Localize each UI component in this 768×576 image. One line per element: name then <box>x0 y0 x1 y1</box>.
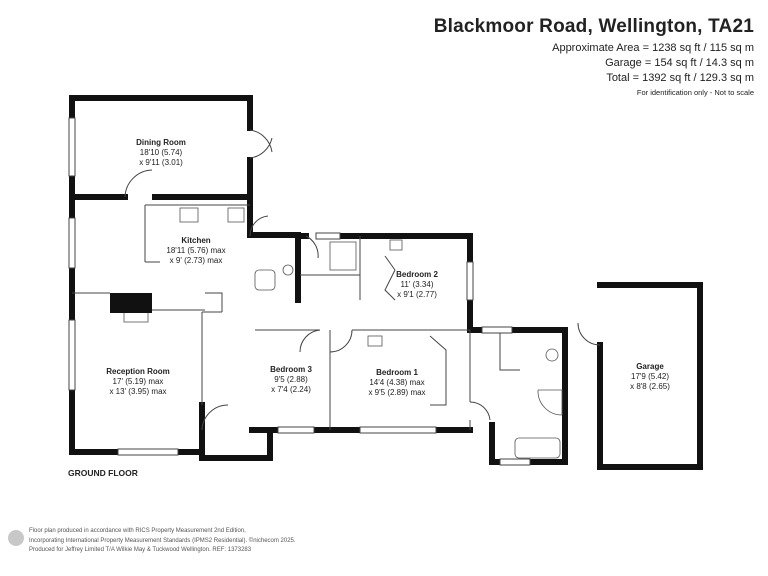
hall-door-swing <box>305 235 319 259</box>
reception-window <box>68 319 76 391</box>
bed3-door-swing <box>299 329 321 353</box>
reception-room-dim2: x 13' (3.95) max <box>109 387 167 396</box>
footer-credits: Floor plan produced in accordance with R… <box>29 527 296 556</box>
bedroom3-window <box>277 426 315 434</box>
garage-label: Garage 17'9 (5.42) x 8'8 (2.65) <box>630 362 670 392</box>
bath-shower <box>537 389 563 416</box>
hob <box>179 207 199 223</box>
dining-room-dim2: x 9'11 (3.01) <box>139 158 183 167</box>
bedroom2-top-wall <box>337 233 473 265</box>
kitchen-counter <box>144 204 250 263</box>
shower-tray <box>329 241 357 271</box>
bedroom2-dim2: x 9'1 (2.77) <box>397 290 437 299</box>
chimney-breast <box>110 293 152 313</box>
bedroom3-dim1: 9'5 (2.88) <box>274 375 308 384</box>
wc-basin <box>282 264 294 276</box>
bath-partition <box>499 330 520 371</box>
dining-left-wall <box>69 95 128 200</box>
dining-room-name: Dining Room <box>136 138 186 147</box>
dining-room-dim1: 18'10 (5.74) <box>139 148 183 157</box>
bedroom1-wardrobe <box>429 335 447 406</box>
porch-door-swing <box>201 404 229 431</box>
bedroom2-label: Bedroom 2 11' (3.34) x 9'1 (2.77) <box>396 270 438 300</box>
bedroom2-wardrobe <box>384 255 396 301</box>
reception-room-label: Reception Room 17' (5.19) max x 13' (3.9… <box>106 367 170 397</box>
bed1-radiator <box>367 335 383 347</box>
bath-basin <box>545 348 559 362</box>
kitchen-sink <box>227 207 245 223</box>
bedroom3-dim2: x 7'4 (2.24) <box>271 385 311 394</box>
french-door-swing <box>249 129 273 159</box>
kitchen-door-swing <box>249 215 269 237</box>
bedroom1-window <box>359 426 437 434</box>
bath-south-wall <box>489 422 503 465</box>
dining-window <box>68 117 76 177</box>
bedroom1-dim2: x 9'5 (2.89) max <box>368 388 426 397</box>
bedroom2-window <box>466 261 474 301</box>
kitchen-label: Kitchen 18'11 (5.76) max x 9' (2.73) max <box>166 236 225 266</box>
garage-dim2: x 8'8 (2.65) <box>630 382 670 391</box>
bedroom1-label: Bedroom 1 14'4 (4.38) max x 9'5 (2.89) m… <box>368 368 425 398</box>
bath-tub <box>514 437 561 459</box>
partition-a <box>205 292 223 312</box>
bath-south-window <box>499 458 531 466</box>
kitchen-cupboards <box>149 293 205 311</box>
garage-walls <box>597 282 703 470</box>
approx-area-text: Approximate Area = 1238 sq ft / 115 sq m <box>552 42 754 54</box>
footer-line-1: Floor plan produced in accordance with R… <box>29 528 246 534</box>
garage-dim1: 17'9 (5.42) <box>631 372 669 381</box>
dining-door-swing <box>124 169 153 198</box>
reception-room-name: Reception Room <box>106 367 170 376</box>
bedroom3-name: Bedroom 3 <box>270 365 312 374</box>
footer-line-3: Produced for Jeffrey Limited T/A Wilkie … <box>29 547 252 553</box>
footer-line-2: Incorporating International Property Mea… <box>29 537 296 544</box>
porch-walls <box>199 402 273 461</box>
garage-door-swing <box>577 322 601 346</box>
kitchen-dim2: x 9' (2.73) max <box>169 256 223 265</box>
hall-window <box>315 232 341 240</box>
total-area-text: Total = 1392 sq ft / 129.3 sq m <box>606 72 754 84</box>
bedroom1-dim1: 14'4 (4.38) max <box>369 378 425 387</box>
kitchen-name: Kitchen <box>181 236 211 245</box>
bedroom3-label: Bedroom 3 9'5 (2.88) x 7'4 (2.24) <box>270 365 312 395</box>
nichecom-logo-icon <box>8 530 24 546</box>
garage-name: Garage <box>636 362 664 371</box>
bath-door-swing <box>469 401 491 421</box>
dining-room-label: Dining Room 18'10 (5.74) x 9'11 (3.01) <box>136 138 186 168</box>
identification-note: For identification only - Not to scale <box>636 88 754 97</box>
wc-toilet <box>254 269 276 291</box>
bedroom1-name: Bedroom 1 <box>376 368 418 377</box>
property-title: Blackmoor Road, Wellington, TA21 <box>433 16 754 37</box>
reception-south-window <box>117 448 179 456</box>
fireplace <box>123 311 149 323</box>
bath-window <box>481 326 513 334</box>
kitchen-dim1: 18'11 (5.76) max <box>166 246 226 255</box>
floor-label: GROUND FLOOR <box>68 468 138 478</box>
wc-walls <box>247 232 301 303</box>
kitchen-window <box>68 217 76 269</box>
garage-area-text: Garage = 154 sq ft / 14.3 sq m <box>605 57 754 69</box>
bedroom2-name: Bedroom 2 <box>396 270 438 279</box>
west-wall <box>69 194 121 455</box>
bedroom2-dim1: 11' (3.34) <box>400 280 434 289</box>
bed2-radiator <box>389 239 403 251</box>
bath-east-wall <box>509 327 568 465</box>
reception-room-dim1: 17' (5.19) max <box>112 377 164 386</box>
bed1-door-swing <box>329 329 353 353</box>
